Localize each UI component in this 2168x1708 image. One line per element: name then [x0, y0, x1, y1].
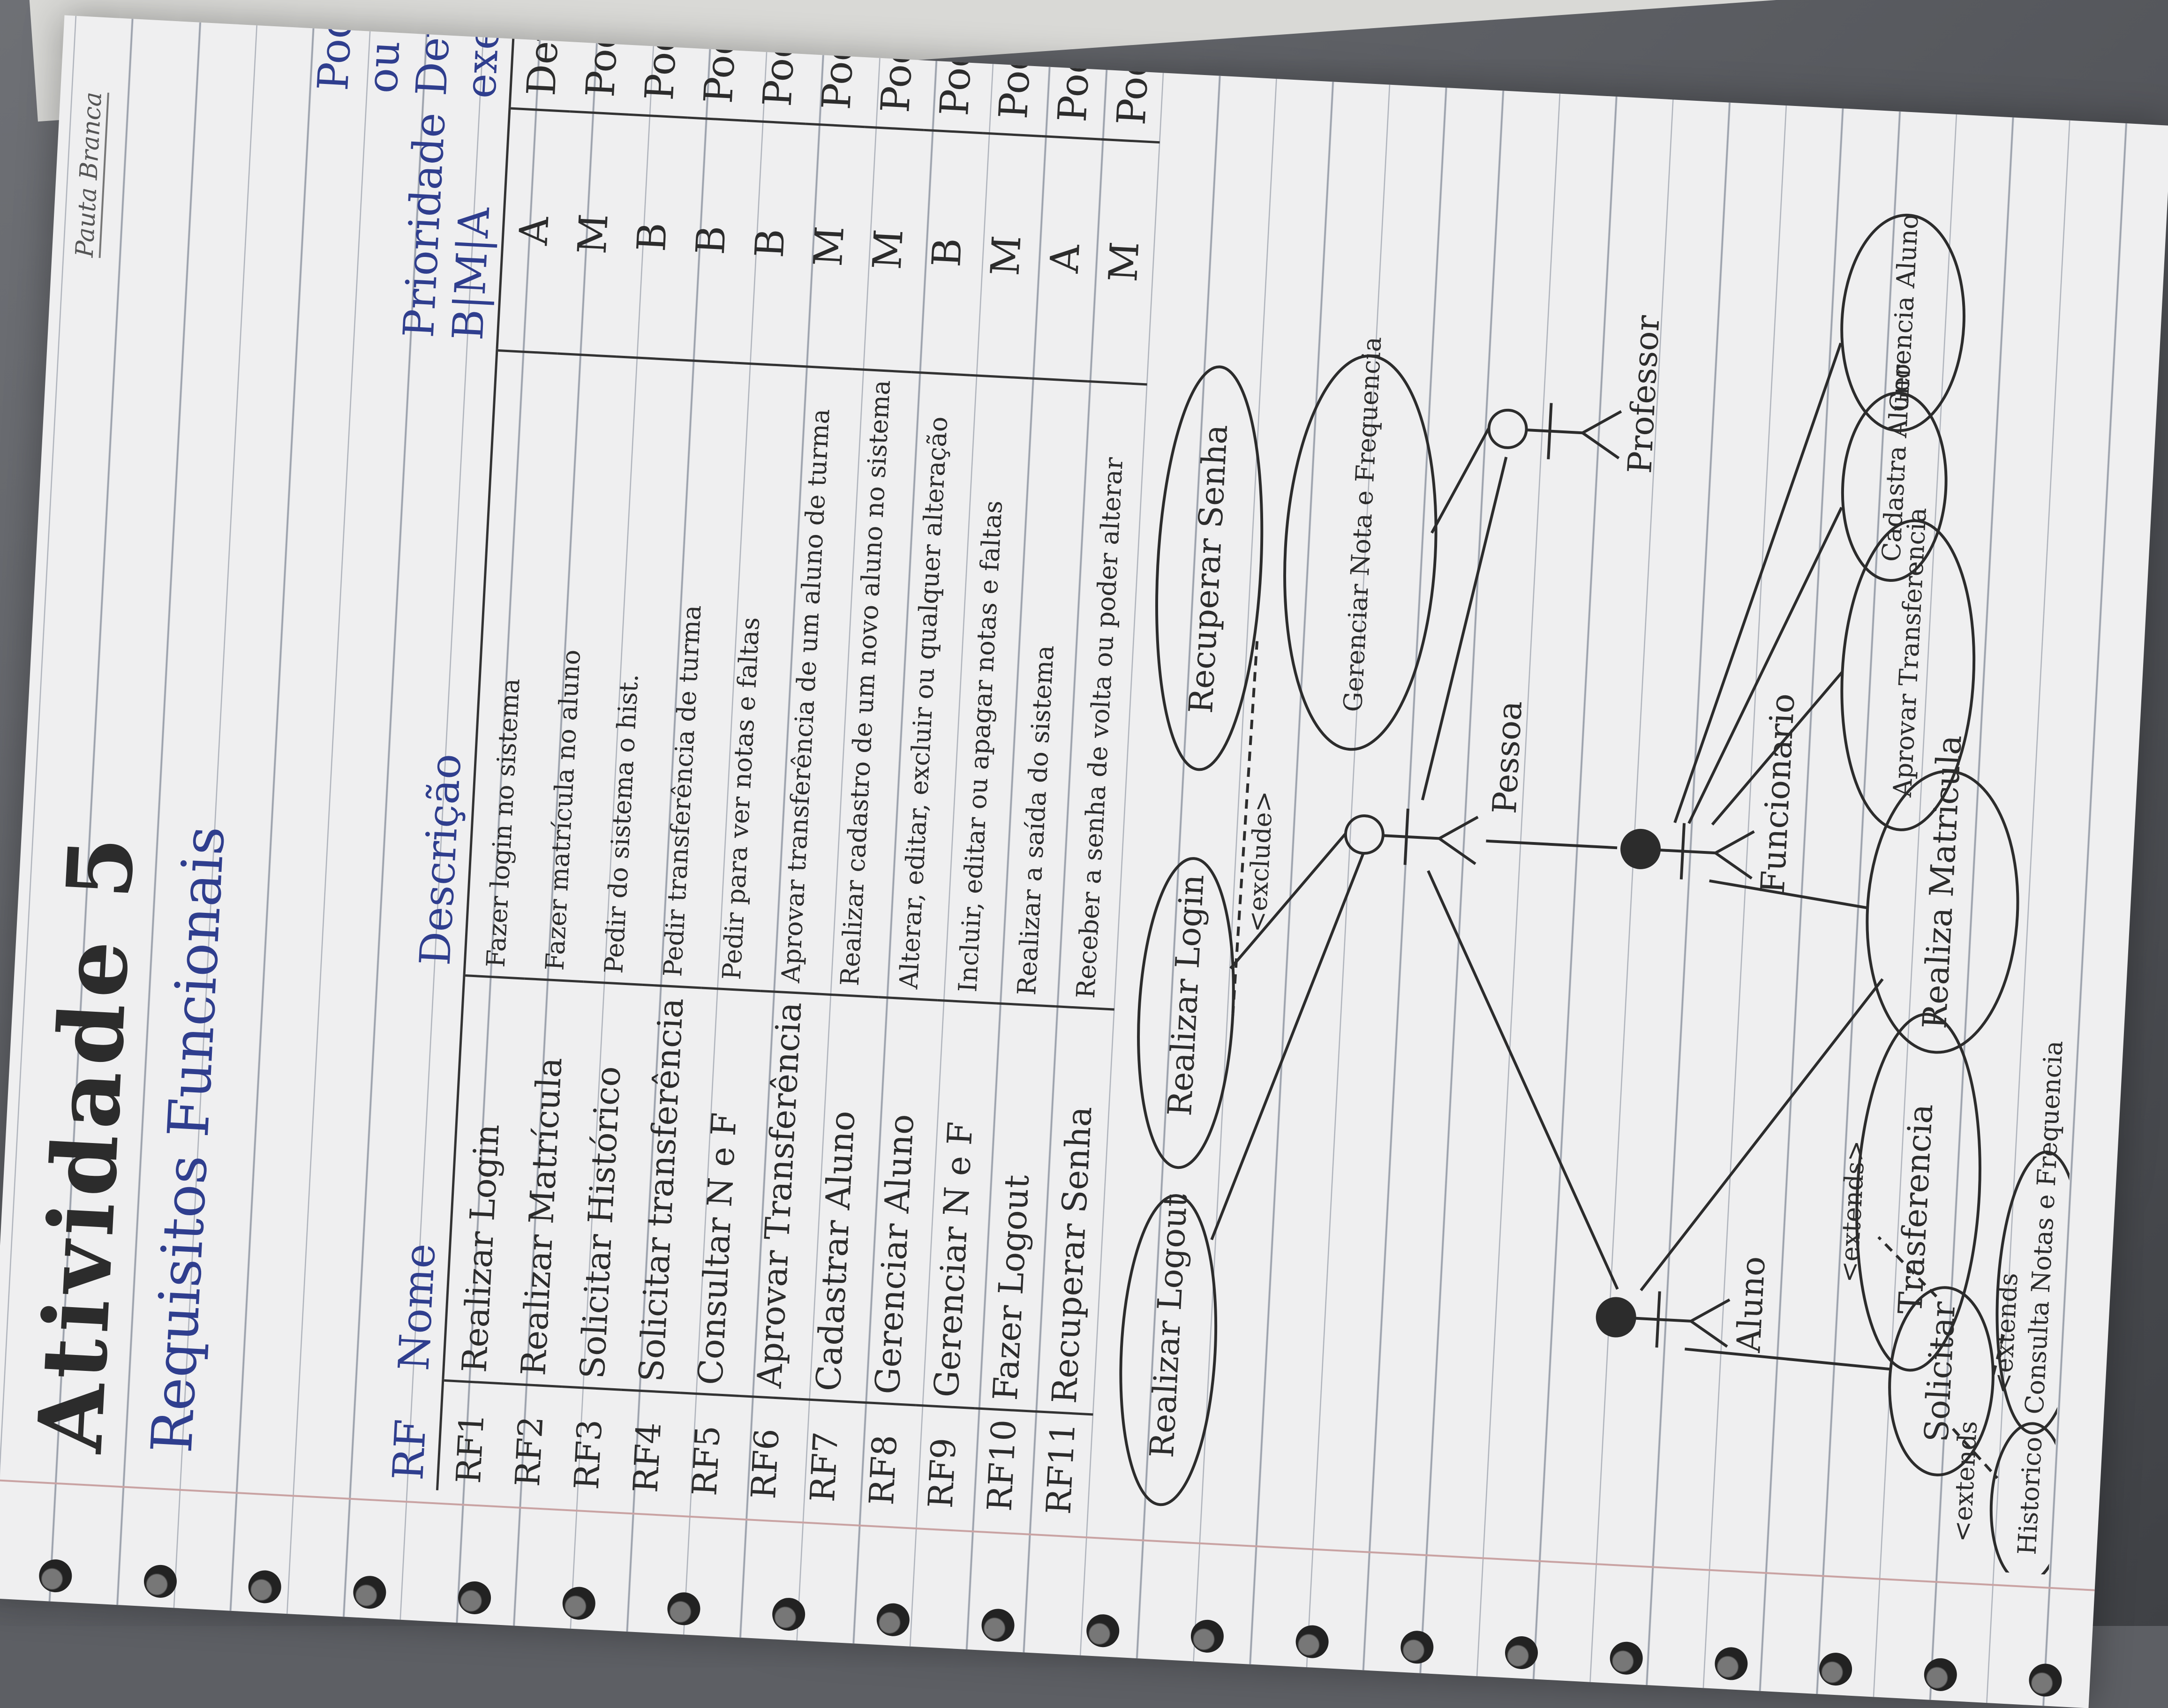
cell-rf: RF4: [625, 1421, 669, 1494]
usecase-login-label: Realizar Login: [1160, 873, 1212, 1117]
actor-aluno-figure: [1596, 1291, 1731, 1348]
usecase-gerenciar-nota-label: Gerenciar Nota e Frequencia: [1338, 336, 1387, 713]
header-priority: Prioridade B|M|A: [292, 98, 510, 350]
stereotype-extends-1: <extends: [1947, 1420, 1983, 1542]
cell-rf: RF10: [979, 1418, 1024, 1512]
cell-rf: RF3: [566, 1418, 610, 1491]
assoc-pessoa-logout: [1210, 852, 1365, 1241]
usecase-gerenciar-aluno-ellipse: [1840, 213, 1965, 432]
extends-consulta: [1992, 1328, 2007, 1375]
usecase-gerenciar-nota-ellipse: [1283, 354, 1438, 751]
header-rf: RF: [232, 1369, 443, 1490]
assoc-func-aprovar: [1711, 670, 1844, 826]
assoc-func-gerenciar: [1673, 342, 1842, 823]
cell-rf: RF1: [448, 1412, 492, 1485]
assoc-pessoa-login: [1229, 833, 1347, 970]
generalization-funcionario: [1486, 839, 1618, 850]
usecase-login-ellipse: [1137, 857, 1235, 1169]
usecase-transferencia-label: Trasferencia: [1891, 1103, 1940, 1315]
generalization-aluno: [1427, 870, 1619, 1290]
assoc-professor-nota: [1430, 427, 1490, 534]
notebook-page: Atividade 5 Requisitos Funcionais Pauta …: [0, 15, 2168, 1708]
usecase-logout-label: Realizar Logout: [1143, 1193, 1195, 1459]
header-name: Nome: [237, 964, 465, 1381]
usecase-solicitar-label: Solicitar: [1917, 1301, 1963, 1443]
assoc-func-cadastrar: [1687, 507, 1843, 824]
usecase-gerenciar-aluno-label: Gerencia Aluno: [1884, 213, 1924, 413]
stereotype-exclude: <exclude>: [1242, 790, 1279, 933]
actor-funcionario-figure: [1620, 823, 1755, 880]
cell-rf: RF6: [744, 1427, 787, 1500]
cell-rf: RF5: [685, 1424, 728, 1497]
extends-historico: [1952, 1428, 1999, 1479]
assoc-aluno-solicitar: [1685, 1347, 1891, 1371]
stereotype-extends-2: <extends>: [1834, 1140, 1871, 1284]
actor-funcionario-label: Funcionario: [1754, 692, 1802, 895]
assoc-aluno-matricula: [1640, 978, 1884, 1292]
use-case-diagram: Pessoa Aluno Funcionario Professor Reali…: [1065, 166, 2120, 1575]
actor-professor-figure: [1487, 403, 1622, 459]
cell-rf: RF7: [802, 1430, 846, 1503]
requirements-table: RF Nome Descrição Prioridade B|M|A Pode …: [232, 15, 1167, 1525]
assoc-func-matricula: [1709, 879, 1868, 910]
cell-rf: RF9: [920, 1437, 964, 1509]
generalization-professor: [1421, 457, 1508, 801]
extends-transferencia: [1877, 1236, 1938, 1298]
actor-pessoa-figure: [1344, 808, 1479, 865]
actor-aluno-label: Aluno: [1729, 1255, 1773, 1354]
usecase-recuperar-label: Recuperar Senha: [1182, 423, 1235, 714]
use-case-svg: Pessoa Aluno Funcionario Professor Reali…: [1119, 213, 2084, 1575]
cell-rf: RF2: [507, 1415, 551, 1488]
usecase-cadastrar-ellipse: [1841, 391, 1948, 582]
usecase-historico-label: Historico: [2012, 1436, 2048, 1556]
header-description: Descrição: [259, 339, 497, 976]
stereotype-extends-3: <extends: [1987, 1272, 2023, 1394]
usecase-solicitar-ellipse: [1888, 1286, 1995, 1476]
usecase-logout-ellipse: [1119, 1194, 1218, 1506]
cell-rf: RF8: [861, 1434, 905, 1506]
actor-pessoa-label: Pessoa: [1485, 700, 1530, 815]
actor-professor-label: Professor: [1620, 314, 1667, 474]
usecase-recuperar-ellipse: [1155, 365, 1264, 771]
usecase-transferencia-ellipse: [1855, 1013, 1981, 1372]
